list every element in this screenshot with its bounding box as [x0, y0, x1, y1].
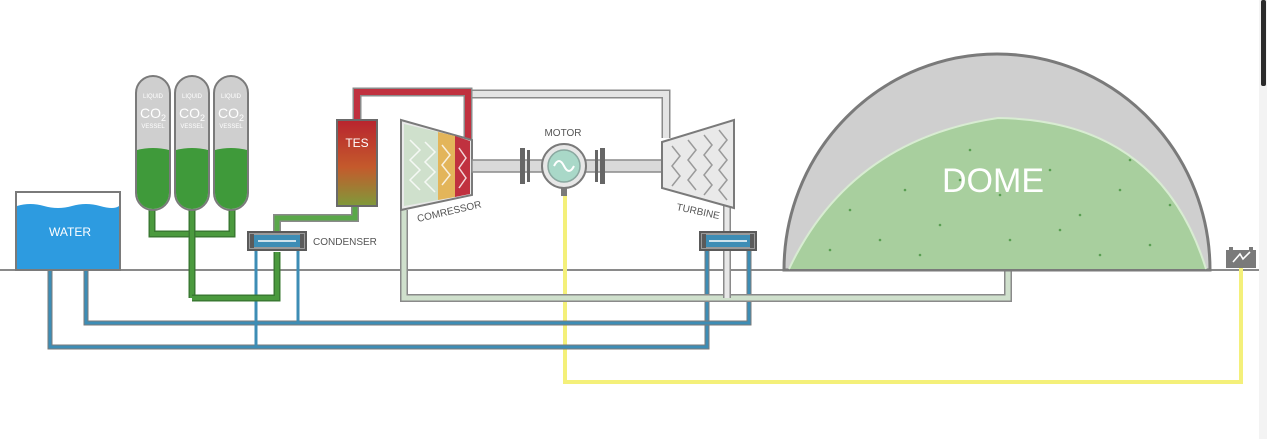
vessel-3-co2-sub: 2 — [239, 113, 244, 123]
scrollbar-thumb[interactable] — [1261, 0, 1266, 86]
water-pipe-outer — [47, 240, 710, 350]
dome-label: DOME — [942, 162, 1044, 200]
vessel-3-co2-label: CO — [218, 105, 239, 121]
motor — [541, 143, 587, 196]
water-tank: WATER — [15, 191, 121, 271]
condenser-exchanger — [247, 231, 307, 251]
svg-text:CO2: CO2 — [140, 105, 166, 123]
vessel-3-vessel-label: VESSEL — [219, 124, 243, 130]
evaporator-exchanger — [699, 231, 757, 251]
turbine — [661, 118, 735, 210]
power-grid-icon — [1226, 247, 1256, 268]
sine-wave-icon — [553, 160, 575, 172]
tes-label: TES — [345, 136, 368, 150]
vessel-3-liquid-label: LIQUID — [221, 94, 242, 100]
co2-vessel-3: LIQUID CO2 VESSEL — [213, 75, 249, 211]
power-line — [563, 195, 1243, 384]
tes-unit: TES — [336, 119, 378, 207]
gas-return-pipe — [401, 210, 1011, 301]
svg-text:CO2: CO2 — [179, 105, 205, 123]
vessel-2-co2-sub: 2 — [200, 113, 205, 123]
liquid-co2-manifold — [148, 205, 281, 302]
water-pipe-inner-fill — [84, 240, 751, 325]
vessel-2-vessel-label: VESSEL — [180, 124, 204, 130]
water-pipe-outer-fill — [48, 240, 709, 349]
hot-pipe — [354, 89, 471, 140]
vessel-1-co2-label: CO — [140, 105, 161, 121]
top-pipe — [470, 91, 669, 138]
compressor — [400, 118, 473, 212]
vessel-2-co2-label: CO — [179, 105, 200, 121]
svg-text:CO2: CO2 — [218, 105, 244, 123]
water-pipe-inner — [83, 240, 752, 326]
motor-label: MOTOR — [544, 128, 581, 139]
vessel-1-liquid-label: LIQUID — [143, 94, 164, 100]
scrollbar-track[interactable] — [1259, 0, 1267, 439]
co2-vessel-2: LIQUID CO2 VESSEL — [174, 75, 210, 211]
vessel-1-co2-sub: 2 — [161, 113, 166, 123]
vessel-2-liquid-label: LIQUID — [182, 94, 203, 100]
turbine-label: TURBINE — [675, 202, 721, 222]
water-label: WATER — [49, 225, 91, 239]
condenser-label: CONDENSER — [313, 237, 377, 248]
vessel-1-vessel-label: VESSEL — [141, 124, 165, 130]
dome: DOME — [782, 52, 1212, 272]
tes-condenser-pipe — [274, 205, 358, 234]
co2-vessel-1: LIQUID CO2 VESSEL — [135, 75, 171, 211]
